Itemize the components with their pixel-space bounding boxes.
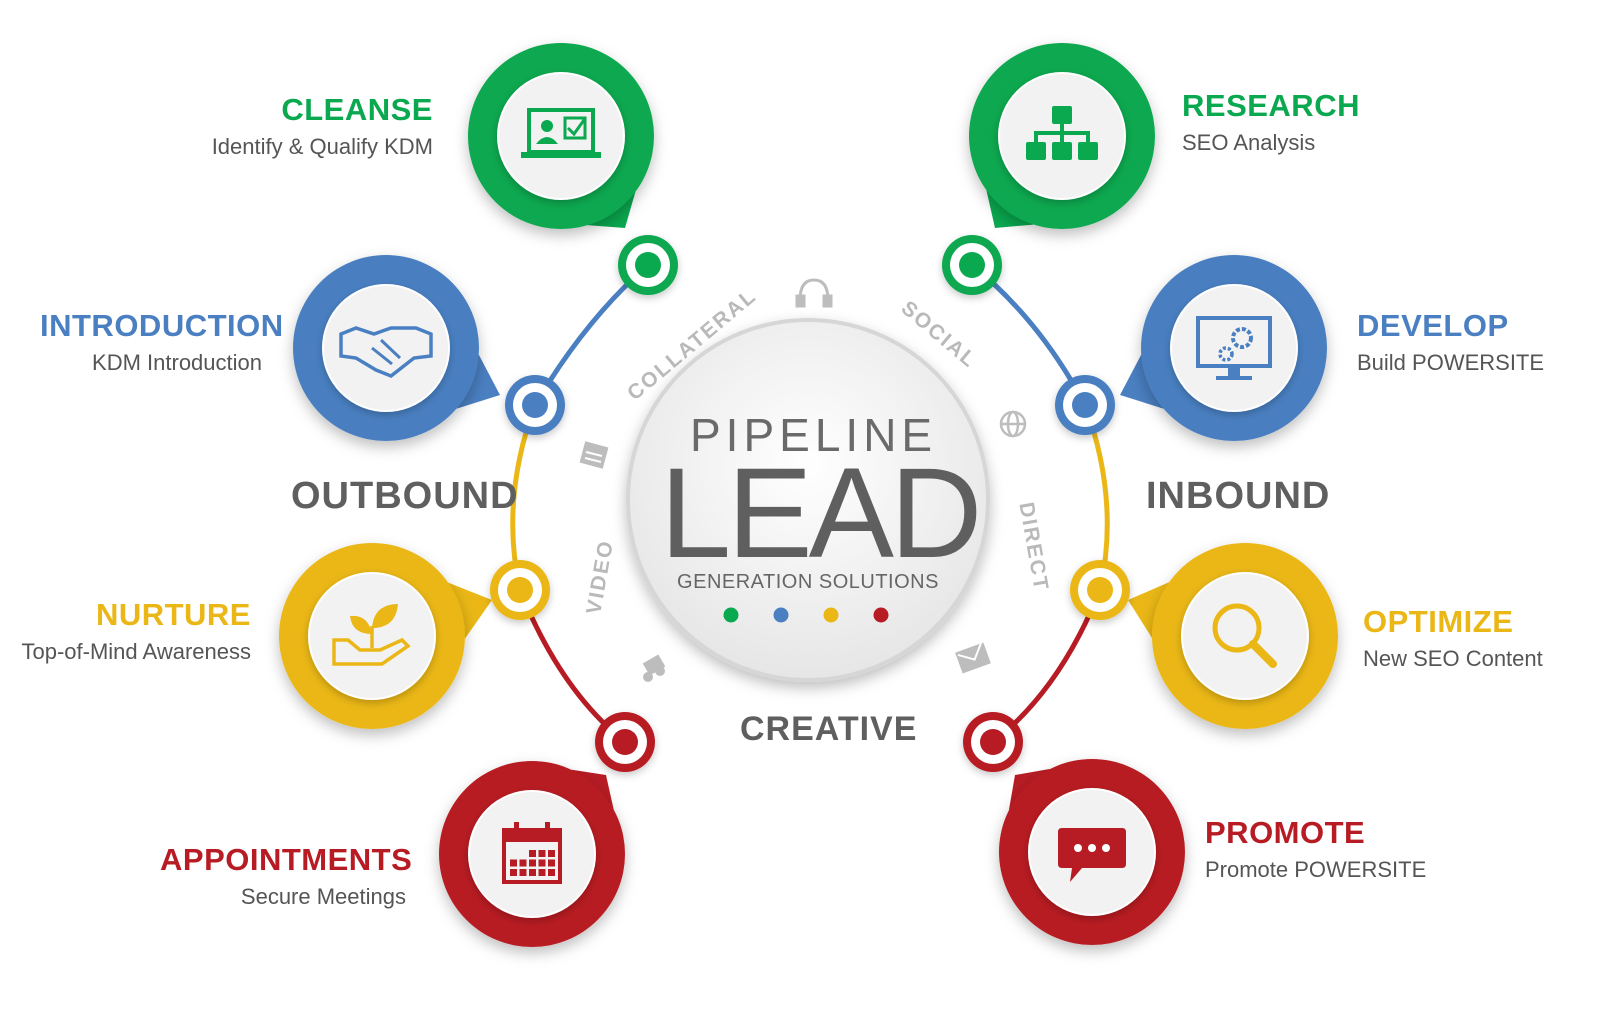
step-bubble <box>1120 255 1327 441</box>
video-camera-icon <box>642 654 666 682</box>
path-node <box>595 712 655 772</box>
step-bubble <box>969 43 1155 229</box>
center-title-lead: LEAD <box>660 442 982 585</box>
headphones-icon <box>795 278 833 308</box>
bubble-tail <box>1120 354 1164 409</box>
path-node <box>618 235 678 295</box>
step-subtitle: Identify & Qualify KDM <box>211 134 433 159</box>
develop-label: DEVELOP Build POWERSITE <box>1357 308 1587 378</box>
handshake-icon <box>339 326 433 378</box>
outbound-label: OUTBOUND <box>291 475 519 517</box>
bubble-inner <box>1181 572 1309 700</box>
path-node <box>490 560 550 620</box>
chat-bubble-icon <box>1058 828 1126 882</box>
envelope-icon <box>955 639 991 674</box>
step-bubble <box>999 759 1185 945</box>
step-subtitle: Secure Meetings <box>240 884 406 909</box>
newspaper-icon <box>579 441 609 469</box>
step-title: RESEARCH <box>1182 88 1360 123</box>
step-bubble <box>279 543 492 729</box>
calendar-icon <box>502 822 562 884</box>
appointments-label: APPOINTMENTS Secure Meetings <box>160 842 413 912</box>
step-title: INTRODUCTION <box>40 308 284 343</box>
step-subtitle: SEO Analysis <box>1182 130 1316 155</box>
step-bubble <box>468 43 654 229</box>
globe-icon <box>999 410 1027 438</box>
step-title: NURTURE <box>95 597 251 632</box>
bubble-inner <box>1170 284 1298 412</box>
step-subtitle: Build POWERSITE <box>1357 350 1545 375</box>
center-dot <box>723 607 739 623</box>
path-node <box>963 712 1023 772</box>
promote-label: PROMOTE Promote POWERSITE <box>1205 815 1465 885</box>
step-title: PROMOTE <box>1205 815 1366 850</box>
bubble-tail <box>1128 582 1170 638</box>
step-subtitle: Top-of-Mind Awareness <box>21 639 252 664</box>
creative-label: CREATIVE <box>740 710 918 748</box>
center-dot <box>773 607 789 623</box>
bubble-tail <box>456 354 500 409</box>
step-subtitle: KDM Introduction <box>92 350 262 375</box>
path-node <box>505 375 565 435</box>
step-title: CLEANSE <box>281 92 433 127</box>
center-title-pipeline: PIPELINE <box>690 409 938 461</box>
center-dot <box>823 607 839 623</box>
bubble-inner <box>497 72 625 200</box>
step-bubble <box>293 255 500 441</box>
magnifier-icon <box>1212 603 1277 668</box>
hand-plant-icon <box>332 604 411 666</box>
path-node <box>1070 560 1130 620</box>
bubble-tail <box>448 582 492 639</box>
optimize-label: OPTIMIZE New SEO Content <box>1363 604 1593 674</box>
step-title: APPOINTMENTS <box>160 842 413 877</box>
center-circle <box>626 318 990 682</box>
center-subtitle: GENERATION SOLUTIONS <box>677 571 939 593</box>
step-bubble <box>439 761 625 947</box>
nurture-label: NURTURE Top-of-Mind Awareness <box>10 597 252 667</box>
computer-user-check-icon <box>521 108 601 158</box>
path-node <box>1055 375 1115 435</box>
inbound-label: INBOUND <box>1146 475 1331 517</box>
cleanse-label: CLEANSE Identify & Qualify KDM <box>175 92 433 162</box>
bubble-inner <box>322 284 450 412</box>
monitor-gears-icon <box>1196 316 1272 380</box>
research-label: RESEARCH SEO Analysis <box>1182 88 1442 158</box>
step-title: OPTIMIZE <box>1363 604 1514 639</box>
step-subtitle: New SEO Content <box>1363 646 1543 671</box>
step-bubble <box>1128 543 1338 729</box>
step-subtitle: Promote POWERSITE <box>1205 857 1427 882</box>
sitemap-icon <box>1026 106 1098 160</box>
introduction-label: INTRODUCTION KDM Introduction <box>40 308 284 378</box>
path-node <box>942 235 1002 295</box>
step-title: DEVELOP <box>1357 308 1509 343</box>
center-dot <box>873 607 889 623</box>
center-dots <box>723 607 889 623</box>
